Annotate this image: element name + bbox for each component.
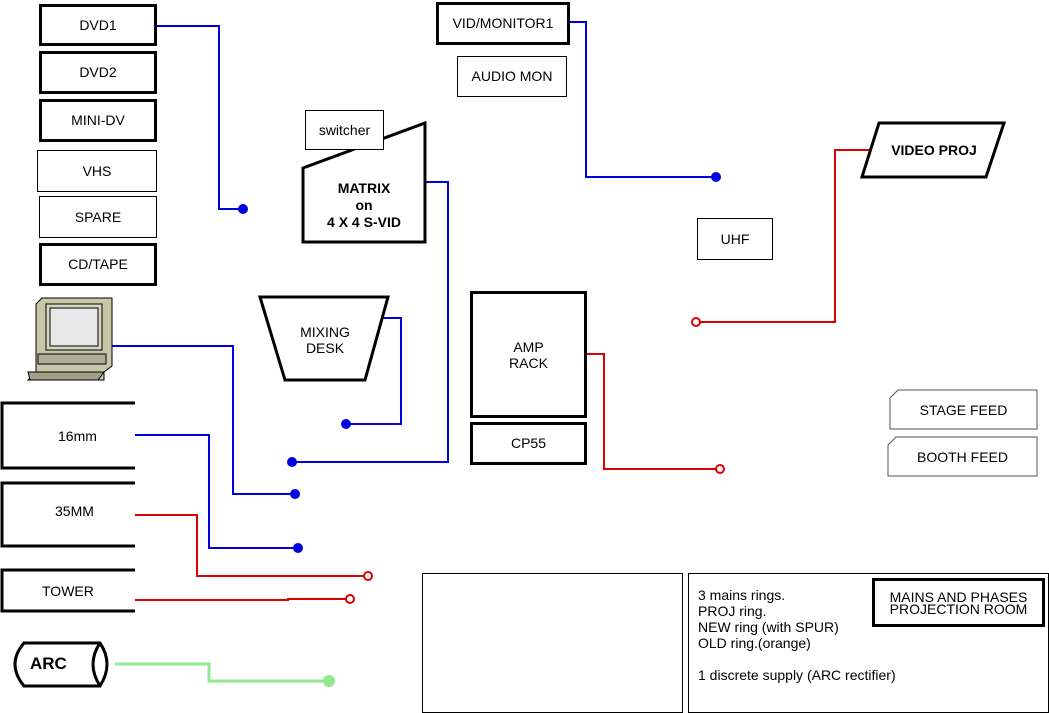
source-cdtape: CD/TAPE xyxy=(39,243,157,286)
legend-title-line1: MAINS AND PHASES xyxy=(889,588,1028,605)
wire-mixing-desk xyxy=(346,317,402,425)
source-minidv: MINI-DV xyxy=(39,99,157,142)
uhf-box: UHF xyxy=(697,218,773,260)
amp-rack-box: AMP RACK xyxy=(470,291,587,418)
legend-note-4: OLD ring.(orange) xyxy=(698,635,811,651)
cp55-box: CP55 xyxy=(470,422,587,465)
arc-label: ARC xyxy=(30,654,67,673)
mixing-desk-label: MIXING DESK xyxy=(285,324,365,356)
source-dvd2-label: DVD2 xyxy=(79,64,117,81)
legend-note-2: PROJ ring. xyxy=(698,603,767,619)
legend-empty-panel xyxy=(422,573,683,713)
projector-tower-shape xyxy=(0,568,135,613)
terminal-matrix xyxy=(287,457,297,467)
wire-arc xyxy=(115,662,329,683)
wire-tower xyxy=(135,598,350,601)
matrix-label: MATRIX on 4 X 4 S-VID xyxy=(303,180,425,231)
legend-note-1: 3 mains rings. xyxy=(698,587,786,603)
terminal-computer xyxy=(290,489,300,499)
projector-16mm-label: 16mm xyxy=(58,428,97,444)
legend-note-3: NEW ring (with SPUR) xyxy=(698,619,839,635)
projector-tower-label: TOWER xyxy=(42,583,94,599)
uhf-label: UHF xyxy=(720,230,750,247)
source-vhs-label: VHS xyxy=(82,162,112,179)
cp55-label: CP55 xyxy=(510,435,547,452)
terminal-video-proj xyxy=(691,317,701,327)
matrix-label-line2: on xyxy=(355,197,373,213)
wire-matrix xyxy=(292,181,449,463)
terminal-arc xyxy=(323,675,335,687)
terminal-16mm xyxy=(293,543,303,553)
terminal-mixing-desk xyxy=(341,419,351,429)
source-cdtape-label: CD/TAPE xyxy=(68,256,128,273)
terminal-dvd1 xyxy=(238,204,248,214)
mixing-desk-shape xyxy=(257,295,390,382)
source-spare: SPARE xyxy=(39,196,157,238)
computer-icon xyxy=(26,297,113,381)
wire-35mm xyxy=(135,514,368,577)
amp-rack-label-line1: AMP xyxy=(513,338,544,355)
mixing-desk-label-line2: DESK xyxy=(305,340,345,356)
audio-mon-box: AUDIO MON xyxy=(457,56,567,97)
wire-video-proj xyxy=(696,149,872,323)
booth-feed-shape xyxy=(887,436,1038,477)
wire-computer xyxy=(110,345,295,495)
legend-note-6: 1 discrete supply (ARC rectifier) xyxy=(698,667,896,683)
source-vhs: VHS xyxy=(37,150,157,192)
vid-monitor-box: VID/MONITOR1 xyxy=(436,2,570,45)
video-proj-shape xyxy=(859,121,1007,179)
legend-note-5 xyxy=(698,651,896,667)
video-proj-label: VIDEO PROJ xyxy=(891,142,977,158)
projector-35mm-shape xyxy=(0,481,135,548)
vid-monitor-label: VID/MONITOR1 xyxy=(452,15,554,32)
source-dvd1-label: DVD1 xyxy=(79,16,117,33)
switcher-label: switcher xyxy=(318,121,371,138)
wire-16mm xyxy=(135,434,298,549)
source-spare-label: SPARE xyxy=(74,208,122,225)
legend-title-line2: PROJECTION ROOM xyxy=(889,600,1028,617)
amp-rack-label-line2: RACK xyxy=(509,354,548,371)
legend-title-box: MAINS AND PHASES PROJECTION ROOM xyxy=(872,578,1045,627)
matrix-label-line1: MATRIX xyxy=(337,180,391,196)
switcher-box: switcher xyxy=(305,110,384,150)
terminal-vid-monitor xyxy=(711,172,721,182)
matrix-shape xyxy=(301,120,427,244)
stage-feed-shape xyxy=(889,389,1038,430)
mixing-desk-label-line1: MIXING xyxy=(300,324,350,340)
terminal-amp-rack xyxy=(715,464,725,474)
wire-vid-monitor xyxy=(570,21,716,178)
source-dvd1: DVD1 xyxy=(39,4,157,46)
source-dvd2: DVD2 xyxy=(39,51,157,94)
wire-dvd1 xyxy=(157,25,243,210)
legend-notes: 3 mains rings. PROJ ring. NEW ring (with… xyxy=(698,587,896,683)
terminal-35mm xyxy=(363,571,373,581)
wire-amp-rack xyxy=(587,353,720,470)
terminal-tower xyxy=(345,594,355,604)
projector-16mm-shape xyxy=(0,401,135,470)
source-minidv-label: MINI-DV xyxy=(71,112,125,129)
audio-mon-label: AUDIO MON xyxy=(471,68,553,85)
booth-feed-label: BOOTH FEED xyxy=(916,449,1008,465)
projector-35mm-label: 35MM xyxy=(55,503,94,519)
matrix-label-line3: 4 X 4 S-VID xyxy=(327,214,401,230)
stage-feed-label: STAGE FEED xyxy=(919,402,1008,418)
amp-rack-label: AMP RACK xyxy=(509,339,548,371)
